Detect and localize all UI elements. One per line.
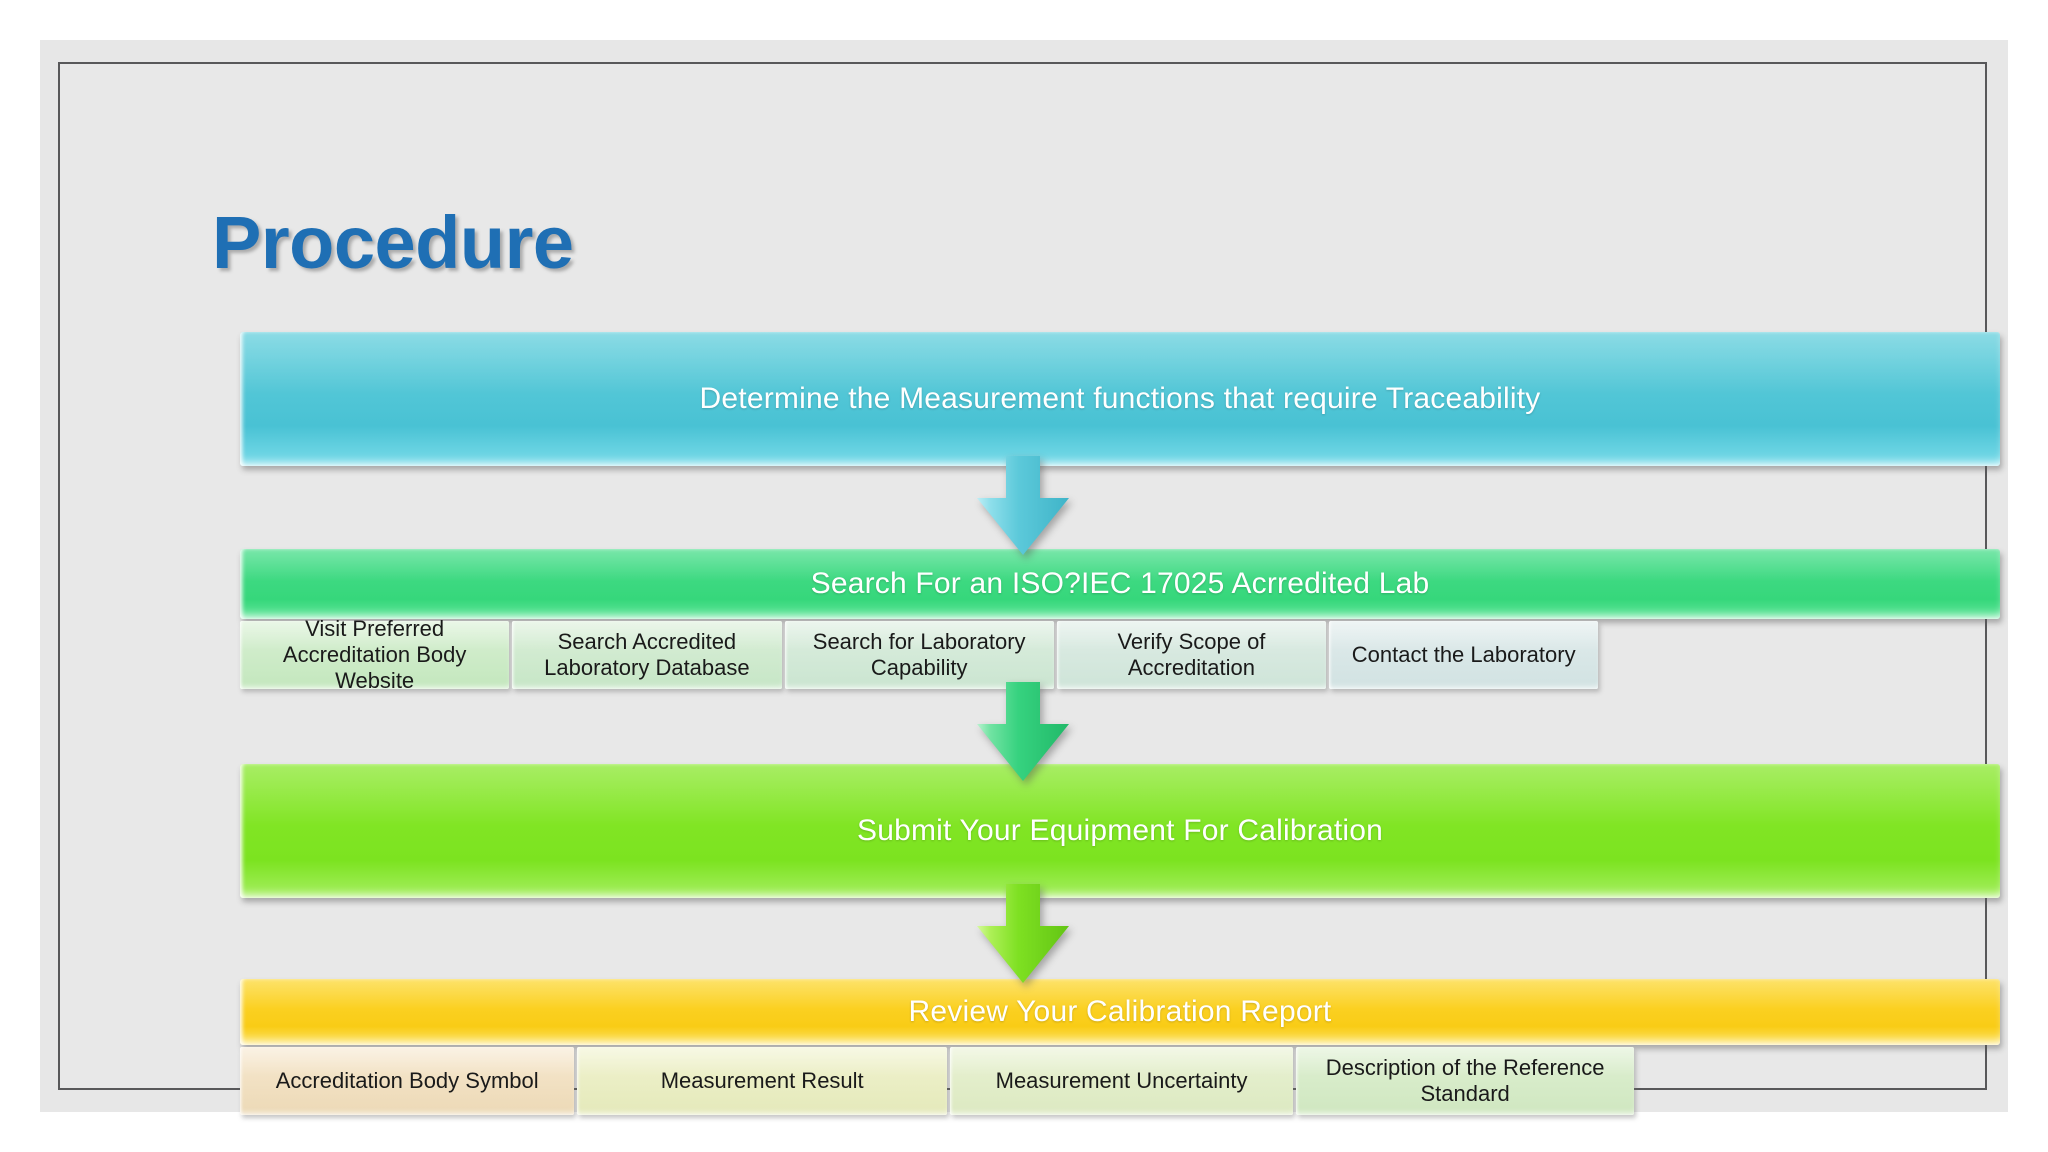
banner-label: Review Your Calibration Report — [908, 995, 1332, 1028]
subbox-label: Search for Laboratory Capability — [812, 629, 1026, 680]
subbox-label: Description of the Reference Standard — [1325, 1055, 1605, 1106]
subbox-verify-scope-of-accreditation[interactable]: Verify Scope of Accreditation — [1056, 621, 1327, 689]
subbox-description-of-the-reference-standard[interactable]: Description of the Reference Standard — [1296, 1047, 1635, 1115]
stage-determine-measurement-functions: Determine the Measurement functions that… — [240, 332, 2000, 466]
subbox-accreditation-body-symbol[interactable]: Accreditation Body Symbol — [240, 1047, 575, 1115]
slide-canvas: Procedure Determine the Measurement func… — [40, 40, 2008, 1115]
banner-determine-measurement-functions[interactable]: Determine the Measurement functions that… — [240, 332, 2000, 466]
subbox-measurement-result[interactable]: Measurement Result — [577, 1047, 947, 1115]
banner-search-accredited-lab[interactable]: Search For an ISO?IEC 17025 Acrredited L… — [240, 549, 2000, 619]
subbox-label: Visit Preferred Accreditation Body Websi… — [282, 616, 467, 693]
arrow-down-icon — [975, 682, 1071, 782]
subbox-label: Measurement Uncertainty — [995, 1068, 1248, 1094]
banner-review-calibration-report[interactable]: Review Your Calibration Report — [240, 979, 2000, 1045]
subbox-row-search-accredited-lab: Visit Preferred Accreditation Body Websi… — [240, 616, 2000, 693]
slide-frame: Procedure Determine the Measurement func… — [58, 62, 2000, 1115]
banner-submit-equipment-for-calibration[interactable]: Submit Your Equipment For Calibration — [240, 764, 2000, 898]
subbox-measurement-uncertainty[interactable]: Measurement Uncertainty — [949, 1047, 1294, 1115]
subbox-contact-the-laboratory[interactable]: Contact the Laboratory — [1329, 621, 1599, 689]
subbox-label: Contact the Laboratory — [1351, 642, 1576, 668]
banner-label: Search For an ISO?IEC 17025 Acrredited L… — [810, 567, 1430, 600]
stage-review-calibration-report: Review Your Calibration Report Accredita… — [240, 979, 2000, 1115]
subbox-row-review-calibration-report: Accreditation Body Symbol Measurement Re… — [240, 1047, 2000, 1115]
arrow-down-icon — [975, 884, 1071, 984]
subbox-label: Verify Scope of Accreditation — [1117, 629, 1266, 680]
stage-search-accredited-lab: Search For an ISO?IEC 17025 Acrredited L… — [240, 549, 2000, 693]
stage-submit-equipment-for-calibration: Submit Your Equipment For Calibration — [240, 764, 2000, 898]
subbox-label: Search Accredited Laboratory Database — [544, 629, 750, 680]
subbox-label: Measurement Result — [660, 1068, 864, 1094]
subbox-search-accredited-laboratory-database[interactable]: Search Accredited Laboratory Database — [512, 621, 782, 689]
subbox-search-for-laboratory-capability[interactable]: Search for Laboratory Capability — [784, 621, 1055, 689]
banner-label: Submit Your Equipment For Calibration — [856, 814, 1383, 847]
subbox-visit-preferred-accreditation-body-website[interactable]: Visit Preferred Accreditation Body Websi… — [240, 616, 510, 693]
banner-label: Determine the Measurement functions that… — [699, 382, 1541, 415]
page-title: Procedure — [212, 201, 574, 284]
arrow-down-icon — [975, 456, 1071, 556]
subbox-label: Accreditation Body Symbol — [275, 1068, 539, 1094]
